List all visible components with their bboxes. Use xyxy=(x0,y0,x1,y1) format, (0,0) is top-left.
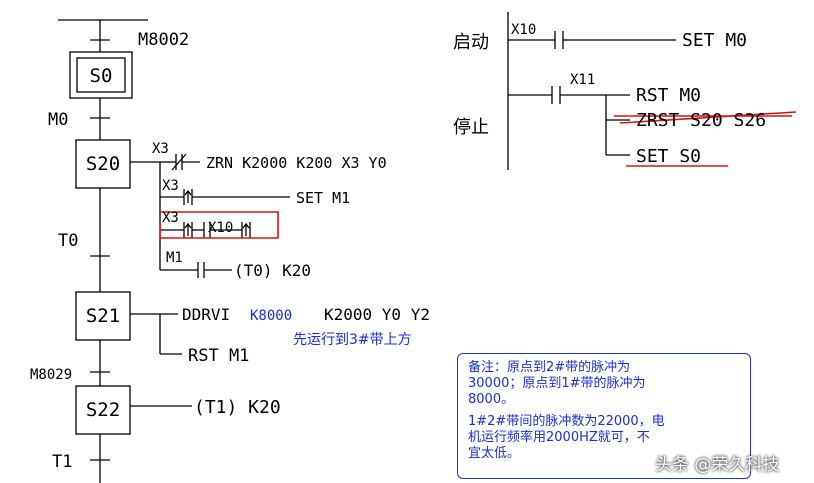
transition-t0-label: T0 xyxy=(58,231,78,251)
s21-note: 先运行到3#带上方 xyxy=(293,332,412,348)
transition-m8029-label: M8029 xyxy=(30,367,72,383)
rst-m1-instruction: RST M1 xyxy=(188,346,249,366)
init-step-inner xyxy=(76,57,126,93)
watermark: 头条 @荣久科技 xyxy=(655,455,780,475)
s20-m1-label: M1 xyxy=(166,250,183,266)
s20-x3b-label: X3 xyxy=(162,178,179,194)
rst-m0-instruction: RST M0 xyxy=(636,85,701,106)
ddrvi-instruction: DDRVI xyxy=(182,305,230,324)
red-branch-outline xyxy=(159,211,279,239)
timer-t0-instruction: (T0) K20 xyxy=(234,261,311,280)
step-s22-box xyxy=(75,385,131,435)
ddrvi-k8000: K8000 xyxy=(250,308,292,324)
s20-x3-label: X3 xyxy=(152,141,169,157)
s20-x3c-label: X3 xyxy=(162,210,179,226)
step-s20-label: S20 xyxy=(86,153,120,175)
step-s21-label: S21 xyxy=(86,305,120,327)
timer-t1-instruction: (T1) K20 xyxy=(194,397,281,418)
contact-m8002-label: M8002 xyxy=(138,30,189,50)
init-step-outer xyxy=(69,51,133,99)
init-step-label: S0 xyxy=(90,65,113,87)
set-m0-instruction: SET M0 xyxy=(682,30,747,51)
note-line2: 1#2#带间的脉冲数为22000，电 机运行频率用2000HZ就可，不 宜太低。 xyxy=(468,414,665,461)
zrn-instruction: ZRN K2000 K200 X3 Y0 xyxy=(206,154,387,172)
set-m1-instruction: SET M1 xyxy=(296,189,350,207)
transition-m0-label: M0 xyxy=(48,110,68,130)
stop-label: 停止 xyxy=(453,117,489,138)
x11-label: X11 xyxy=(570,72,595,88)
ddrvi-rest: K2000 Y0 Y2 xyxy=(324,305,430,324)
note-box: 备注：原点到2#带的脉冲为 30000；原点到1#带的脉冲为 8000。 1#2… xyxy=(457,353,751,479)
s20-x10-label: X10 xyxy=(208,220,233,236)
start-label: 启动 xyxy=(453,32,489,53)
note-line1: 备注：原点到2#带的脉冲为 30000；原点到1#带的脉冲为 8000。 xyxy=(468,360,646,407)
zrst-instruction: ZRST S20 S26 xyxy=(636,110,766,131)
nc-contact-x3 xyxy=(171,153,187,171)
set-s0-instruction: SET S0 xyxy=(636,146,701,167)
transition-t1-label: T1 xyxy=(52,452,72,472)
x10-label: X10 xyxy=(511,22,536,38)
step-s21-box xyxy=(75,291,131,341)
step-s22-label: S22 xyxy=(86,399,120,421)
step-s20-box xyxy=(75,139,131,189)
